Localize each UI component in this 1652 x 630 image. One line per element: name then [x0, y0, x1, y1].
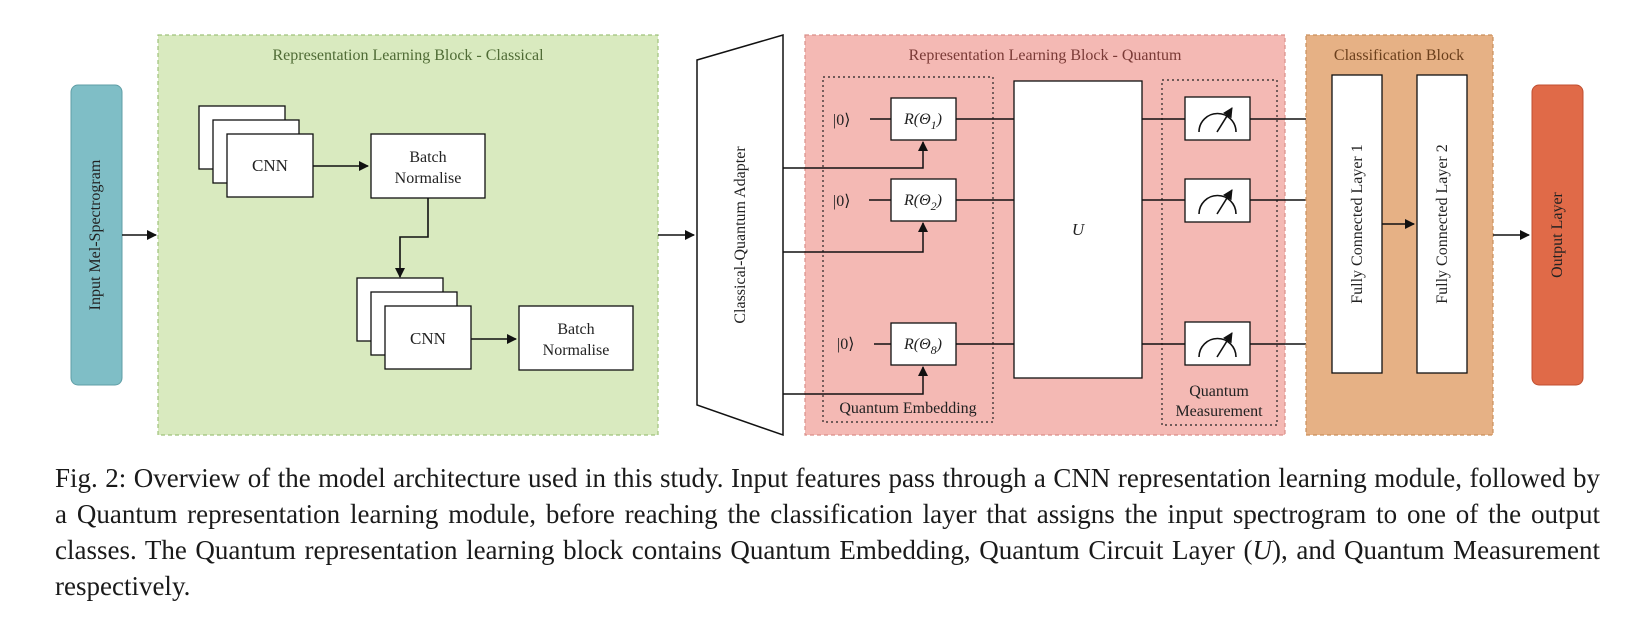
classical-block: Representation Learning Block - Classica…: [157, 34, 659, 436]
gate-2-base: R(Θ: [903, 192, 931, 209]
classical-block-title: Representation Learning Block - Classica…: [272, 47, 544, 64]
svg-text:R(Θ2): R(Θ2): [903, 192, 942, 213]
figure-caption: Fig. 2: Overview of the model architectu…: [55, 460, 1600, 604]
gate-3-base: R(Θ: [903, 336, 931, 353]
cnn-2-label: CNN: [410, 329, 446, 348]
output-label: Output Layer: [1549, 191, 1566, 277]
classification-block: Classification Block Fully Connected Lay…: [1305, 34, 1494, 436]
svg-text:R(Θ1): R(Θ1): [903, 111, 942, 132]
batch-normalise-1-line1: Batch: [409, 149, 446, 166]
input-block: Input Mel-Spectrogram: [70, 84, 123, 386]
quantum-measurement-label-line2: Measurement: [1175, 403, 1263, 420]
arrow-adapter-to-gate-2: [783, 222, 928, 253]
unitary-block: U: [1013, 80, 1143, 379]
gate-2-sub: 2: [931, 199, 937, 213]
caption-suffix: ), and Quantum Measurement respectively.: [55, 535, 1607, 601]
rotation-gate-2: R(Θ2): [890, 178, 957, 222]
caption-prefix: Fig. 2: Overview of the model architectu…: [55, 463, 1607, 565]
caption-italic: U: [1252, 535, 1273, 565]
gate-3-sub: 8: [931, 343, 937, 357]
fully-connected-layer-1: Fully Connected Layer 1: [1331, 74, 1383, 374]
fc2-label: Fully Connected Layer 2: [1434, 144, 1451, 304]
classical-quantum-adapter: Classical-Quantum Adapter: [696, 34, 784, 437]
arrow-adapter-to-gate-3: [783, 366, 928, 395]
ket-1: |0⟩: [833, 112, 850, 129]
svg-text:R(Θ8): R(Θ8): [903, 336, 942, 357]
gate-2-end: ): [936, 192, 942, 209]
quantum-embedding-region: [822, 76, 994, 423]
quantum-block-title: Representation Learning Block - Quantum: [909, 47, 1182, 64]
gate-1-sub: 1: [931, 118, 937, 132]
quantum-block: Representation Learning Block - Quantum …: [783, 34, 1286, 436]
quantum-embedding-label: Quantum Embedding: [839, 400, 976, 417]
quantum-measurement-label-line1: Quantum: [1189, 383, 1249, 400]
arrow-adapter-to-gate-1: [783, 141, 928, 169]
gate-1-base: R(Θ: [903, 111, 931, 128]
unitary-label: U: [1072, 220, 1086, 239]
meter-icon: [1184, 178, 1251, 223]
batch-normalise-1: Batch Normalise: [370, 133, 486, 199]
fc1-label: Fully Connected Layer 1: [1349, 144, 1366, 304]
ket-2: |0⟩: [833, 193, 850, 210]
adapter-label: Classical-Quantum Adapter: [732, 146, 749, 324]
meter-icon: [1184, 321, 1251, 366]
gate-1-end: ): [936, 111, 942, 128]
meter-icon: [1184, 96, 1251, 141]
input-label: Input Mel-Spectrogram: [87, 159, 104, 310]
gate-3-end: ): [936, 336, 942, 353]
rotation-gate-3: R(Θ8): [890, 322, 957, 366]
batch-normalise-1-line2: Normalise: [395, 170, 462, 187]
output-block: Output Layer: [1531, 84, 1584, 386]
batch-normalise-2-line2: Normalise: [543, 342, 610, 359]
batch-normalise-2-line1: Batch: [557, 321, 594, 338]
batch-normalise-2: Batch Normalise: [518, 305, 634, 371]
cnn-1-label: CNN: [252, 156, 288, 175]
cnn-stack-1: CNN: [198, 105, 314, 198]
cnn-stack-2: CNN: [356, 277, 472, 370]
fully-connected-layer-2: Fully Connected Layer 2: [1416, 74, 1468, 374]
arrow-bn1-to-cnn2: [395, 198, 429, 278]
rotation-gate-1: R(Θ1): [890, 97, 957, 141]
ket-3: |0⟩: [837, 336, 854, 353]
architecture-diagram: Input Mel-Spectrogram Representation Lea…: [70, 34, 1584, 437]
classification-block-title: Classification Block: [1334, 47, 1464, 64]
